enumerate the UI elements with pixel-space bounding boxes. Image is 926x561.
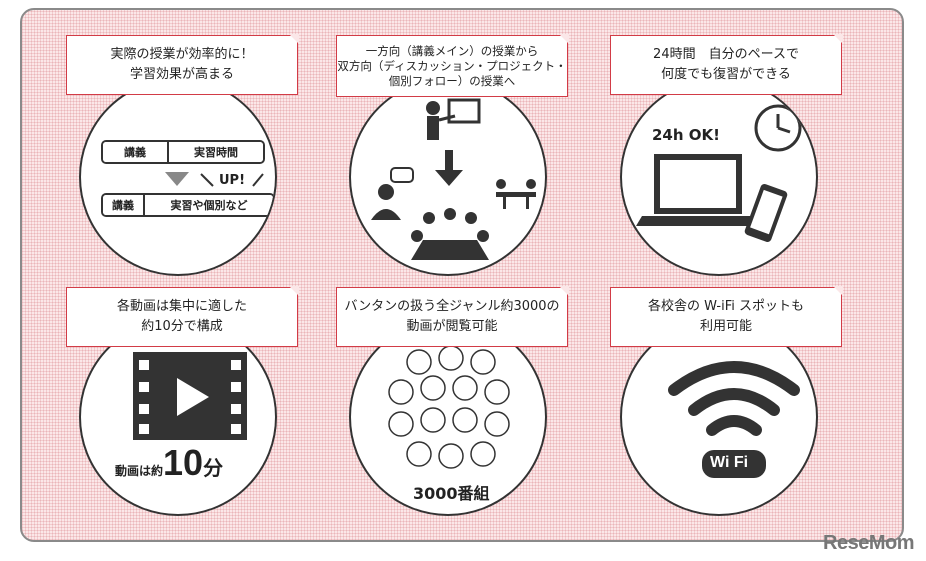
label-efficiency: 実際の授業が効率的に！ 学習効果が高まる [66,34,299,95]
bar-practice-label-2: 実習や個別など [145,195,273,215]
label-line: 個別フォロー）の授業へ [388,73,516,88]
laptop-text: 24h OK! [652,126,720,144]
video-prefix: 動画は約 [115,464,164,478]
classroom-icon [371,98,536,260]
video-number: 10 [163,442,204,483]
label-line: バンタンの扱う全ジャンル約3000の [344,299,560,314]
label-line: 動画が閲覧可能 [406,319,498,334]
label-line: 24時間 自分のペースで [653,47,799,62]
circle-interactive [349,78,547,276]
bar-before: 講義 実習時間 [101,140,265,164]
circle-24h: 24h OK! [620,78,818,276]
video-duration: 動画は約10分 [115,442,223,484]
bar-lecture-label: 講義 [103,142,169,162]
circle-wifi: Wi Fi [620,318,818,516]
video-suffix: 分 [203,456,224,480]
bar-practice-label: 実習時間 [169,142,263,162]
genre-icons [388,345,510,469]
label-line: 学習効果が高まる [129,67,234,82]
circle-video: 動画は約10分 [79,318,277,516]
circle-genres: 3000番組 [349,318,547,516]
label-line: 何度でも復習ができる [661,67,791,82]
label-line: 双方向（ディスカッション・プロジェクト・ [337,58,567,73]
label-wifi: 各校舎の W-iFi スポットも 利用可能 [610,286,843,347]
down-arrow-icon [165,172,264,187]
wifi-icon [668,361,800,478]
label-interactive: 一方向（講義メイン）の授業から 双方向（ディスカッション・プロジェクト・ 個別フ… [336,34,569,97]
up-label: UP! [219,173,246,188]
wifi-logo-text: Wi Fi [710,454,749,471]
bar-lecture-label-2: 講義 [103,195,145,215]
resemom-logo: ReseMom [823,532,914,554]
circle-efficiency: 講義 実習時間 UP! 講義 実習や個別など [79,78,277,276]
label-line: 実際の授業が効率的に！ [110,47,254,62]
label-24h: 24時間 自分のペースで 何度でも復習ができる [610,34,843,95]
bar-after: 講義 実習や個別など [101,193,275,217]
label-line: 各動画は集中に適した [116,299,247,314]
label-line: 一方向（講義メイン）の授業から [365,43,539,58]
label-video: 各動画は集中に適した 約10分で構成 [66,286,299,347]
label-line: 各校舎の W-iFi スポットも [647,299,805,314]
label-genres: バンタンの扱う全ジャンル約3000の 動画が閲覧可能 [336,286,569,347]
laptop-clock-phone-icon [636,104,802,243]
label-line: 約10分で構成 [141,319,223,334]
genre-count: 3000番組 [413,484,490,503]
label-line: 利用可能 [699,319,752,334]
play-video-icon [133,352,247,440]
